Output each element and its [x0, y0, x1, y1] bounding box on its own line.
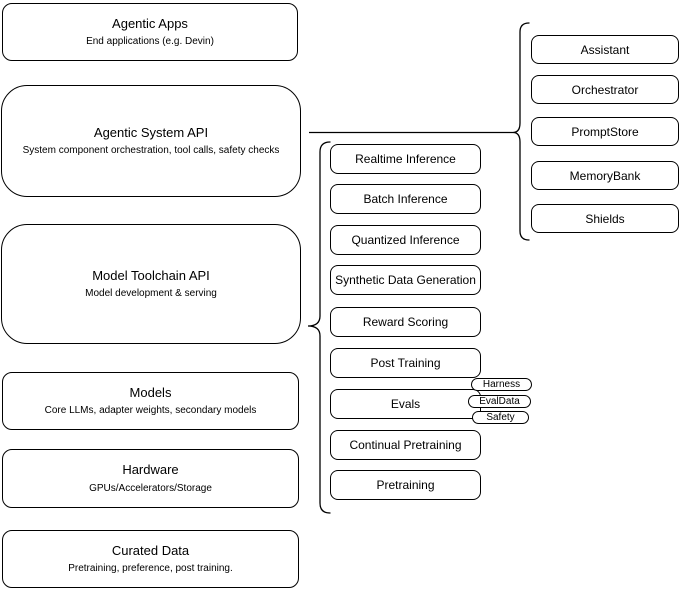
node-evals: Evals [330, 389, 481, 419]
node-subtitle: System component orchestration, tool cal… [22, 145, 280, 157]
toolchain-brace [307, 141, 331, 514]
node-label: Realtime Inference [355, 152, 456, 166]
node-subtitle: Pretraining, preference, post training. [68, 563, 233, 575]
node-synthetic-data-generation: Synthetic Data Generation [330, 265, 481, 295]
tag-safety: Safety [472, 411, 529, 424]
node-realtime-inference: Realtime Inference [330, 144, 481, 174]
node-assistant: Assistant [531, 35, 679, 64]
node-hardware: Hardware GPUs/Accelerators/Storage [2, 449, 299, 508]
node-promptstore: PromptStore [531, 117, 679, 146]
node-agentic-system-api: Agentic System API System component orch… [1, 85, 301, 197]
node-title: Models [129, 384, 172, 400]
node-title: Curated Data [111, 542, 190, 558]
node-label: Orchestrator [571, 82, 639, 97]
node-continual-pretraining: Continual Pretraining [330, 430, 481, 460]
node-title: Hardware [122, 462, 179, 478]
node-memorybank: MemoryBank [531, 161, 679, 190]
node-shields: Shields [531, 204, 679, 233]
node-pretraining: Pretraining [330, 470, 481, 500]
node-label: Reward Scoring [362, 315, 449, 329]
tag-label: EvalData [479, 395, 520, 407]
tag-label: Harness [482, 378, 521, 390]
node-label: Synthetic Data Generation [335, 273, 476, 287]
node-label: Continual Pretraining [349, 438, 462, 452]
node-label: Batch Inference [363, 192, 448, 206]
node-models: Models Core LLMs, adapter weights, secon… [2, 372, 299, 430]
node-post-training: Post Training [330, 348, 481, 378]
system-components-brace [512, 22, 530, 241]
node-title: Agentic System API [93, 124, 209, 140]
node-quantized-inference: Quantized Inference [330, 225, 481, 255]
node-orchestrator: Orchestrator [531, 75, 679, 104]
tag-evaldata: EvalData [468, 395, 531, 408]
node-batch-inference: Batch Inference [330, 184, 481, 214]
node-subtitle: Model development & serving [85, 288, 217, 300]
node-label: Shields [585, 211, 625, 226]
node-label: Post Training [370, 356, 441, 370]
node-subtitle: Core LLMs, adapter weights, secondary mo… [44, 405, 257, 417]
node-title: Agentic Apps [112, 15, 188, 31]
node-label: Pretraining [376, 478, 435, 492]
node-label: Evals [390, 397, 421, 411]
node-label: Quantized Inference [351, 233, 460, 247]
tag-label: Safety [486, 411, 515, 423]
tag-harness: Harness [471, 378, 532, 391]
node-label: PromptStore [571, 124, 639, 139]
node-title: Model Toolchain API [92, 267, 210, 283]
node-subtitle: GPUs/Accelerators/Storage [89, 482, 212, 494]
node-agentic-apps: Agentic Apps End applications (e.g. Devi… [2, 3, 298, 61]
node-label: MemoryBank [569, 168, 641, 183]
node-curated-data: Curated Data Pretraining, preference, po… [2, 530, 299, 588]
node-model-toolchain-api: Model Toolchain API Model development & … [1, 224, 301, 344]
node-reward-scoring: Reward Scoring [330, 307, 481, 337]
node-label: Assistant [580, 42, 630, 57]
node-subtitle: End applications (e.g. Devin) [86, 36, 214, 48]
